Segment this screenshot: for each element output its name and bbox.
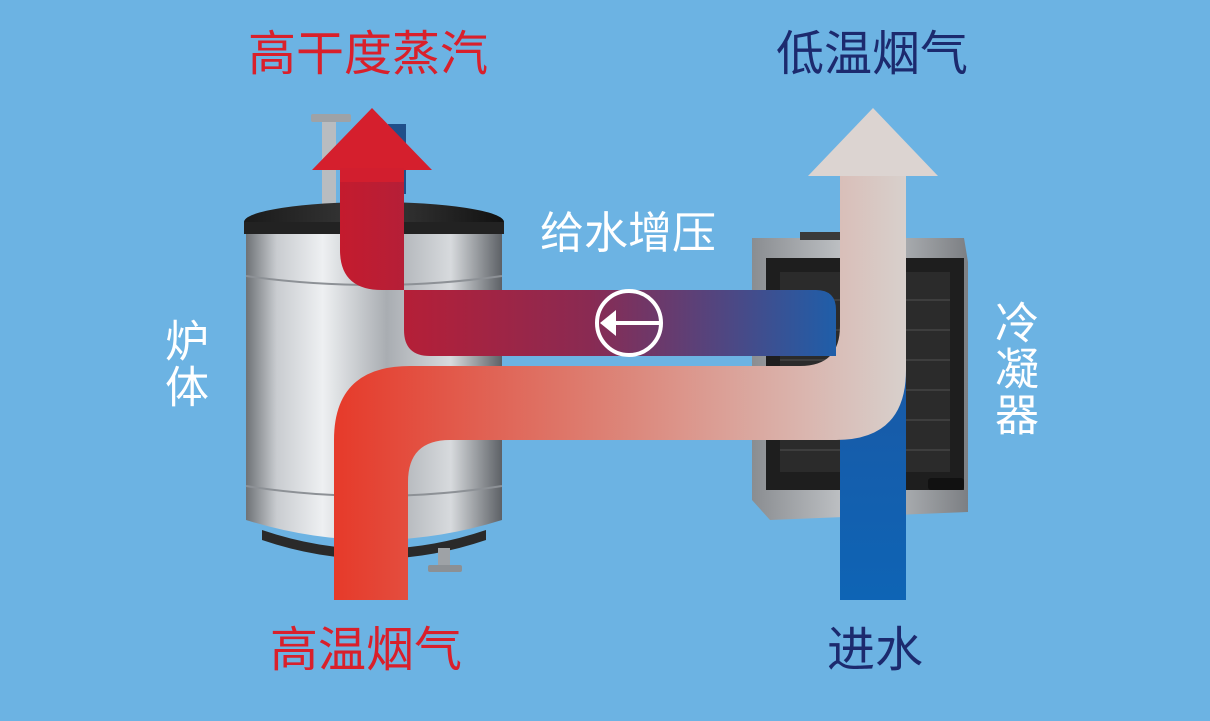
flue-gas-pipe — [334, 176, 906, 600]
label-feed-water-pressurize: 给水增压 — [540, 208, 716, 259]
top-flange — [311, 114, 351, 122]
steam-pipe — [340, 176, 836, 356]
pump-arrow-left-icon — [595, 289, 663, 357]
label-high-dry-steam: 高干度蒸汽 — [248, 26, 489, 82]
label-high-temp-flue-gas: 高温烟气 — [270, 622, 463, 678]
label-condenser: 冷凝器 — [987, 300, 1038, 438]
low-temp-gas-arrow-head — [808, 108, 938, 176]
label-furnace-body: 炉体 — [157, 318, 208, 410]
steam-arrow-head — [312, 108, 432, 170]
label-low-temp-flue-gas: 低温烟气 — [776, 26, 969, 82]
label-water-inlet: 进水 — [827, 622, 924, 678]
